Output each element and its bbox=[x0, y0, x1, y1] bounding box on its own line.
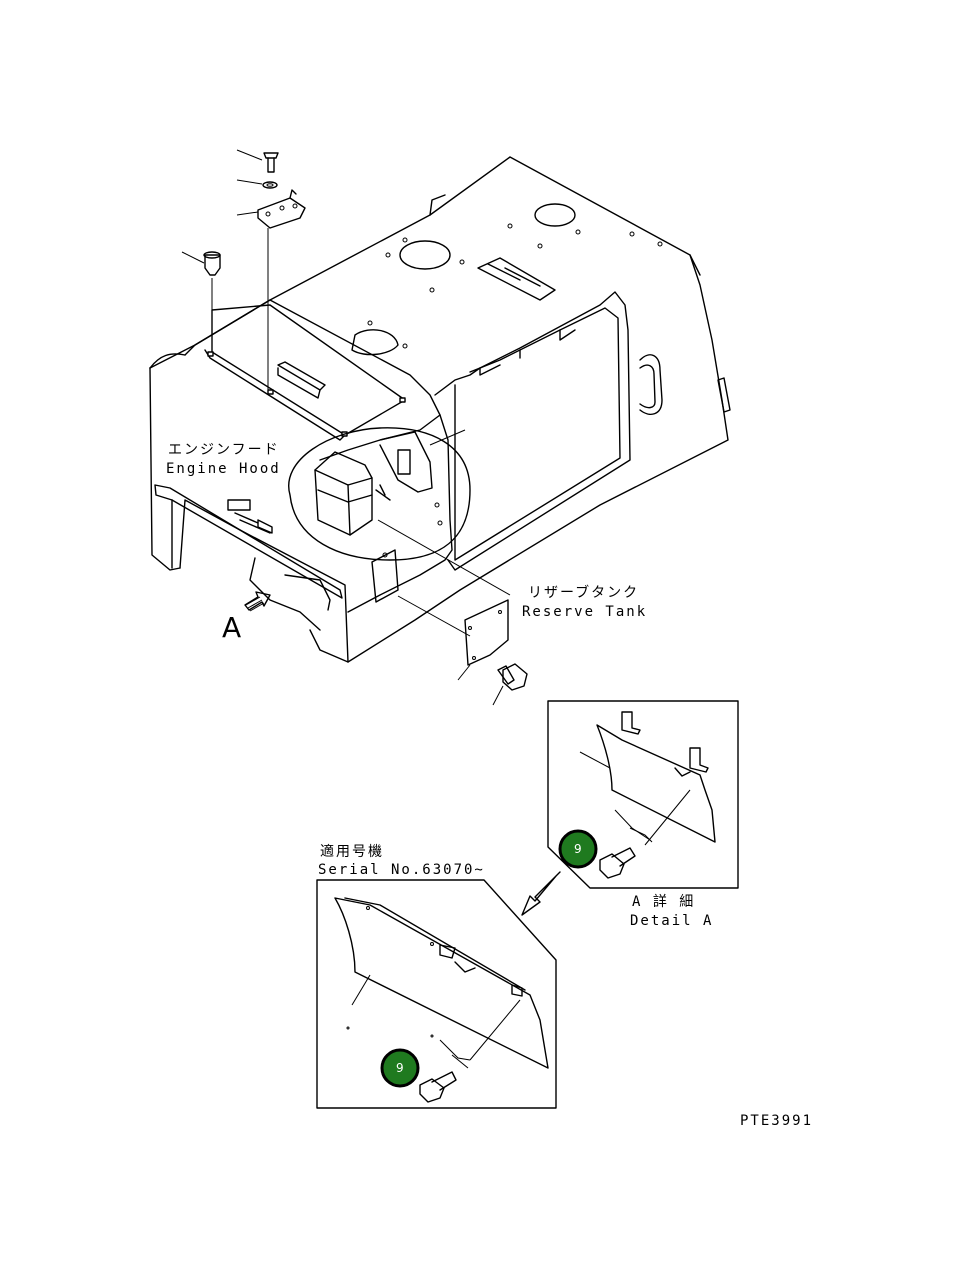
reserve-tank-detail bbox=[288, 427, 511, 596]
serial-label-jp: 適用号機 bbox=[320, 843, 384, 860]
engine-hood-drawing bbox=[149, 156, 731, 663]
cover-plate bbox=[371, 549, 528, 706]
callout-number-serial: 9 bbox=[396, 1061, 404, 1075]
view-arrow-a: A bbox=[222, 591, 271, 644]
view-arrow-label: A bbox=[222, 611, 241, 644]
callout-badge-detail-a bbox=[558, 829, 598, 869]
hardware-exploded bbox=[181, 149, 306, 395]
detail-label-en: Detail A bbox=[630, 913, 713, 929]
detail-label-jp: A 詳 細 bbox=[632, 894, 695, 910]
callout-number-detail-a: 9 bbox=[574, 842, 582, 856]
engine-hood-label-jp: エンジンフード bbox=[168, 442, 280, 458]
callout-badge-serial bbox=[380, 1048, 420, 1088]
detail-pointer-arrow bbox=[521, 871, 561, 916]
serial-detail-box bbox=[316, 879, 557, 1109]
drawing-number: PTE3991 bbox=[740, 1113, 813, 1129]
reserve-tank-label-en: Reserve Tank bbox=[522, 604, 647, 620]
serial-label-en: Serial No.63070~ bbox=[318, 862, 485, 878]
detail-a-box bbox=[547, 700, 739, 889]
reserve-tank-label-jp: リザーブタンク bbox=[528, 584, 639, 601]
engine-hood-label-en: Engine Hood bbox=[166, 461, 281, 477]
